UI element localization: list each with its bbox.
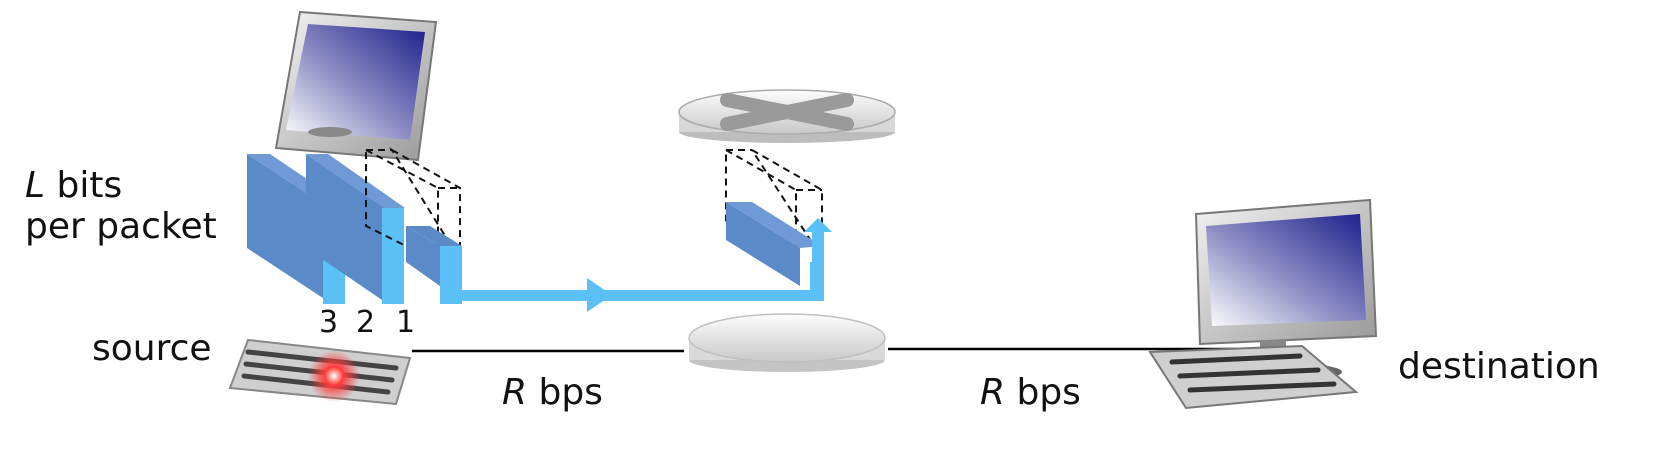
- packet-number-label: 1: [396, 305, 416, 340]
- destination-label: destination: [1398, 346, 1600, 387]
- destination-computer-icon: [1148, 198, 1378, 410]
- link-rate-unit: bps: [1016, 372, 1081, 413]
- packet-number-label: 3: [319, 305, 339, 340]
- router-icon: [688, 313, 886, 372]
- source-label: source: [92, 328, 212, 369]
- packet-1-arriving: [725, 148, 832, 286]
- packet-size-variable: L: [25, 165, 46, 206]
- link-rate-unit: bps: [538, 372, 603, 413]
- packet-1-transmitting: [365, 147, 462, 304]
- link-rate-label: R bps: [502, 372, 603, 413]
- link-rate-variable: R: [502, 372, 528, 413]
- source-monitor-icon: [274, 10, 438, 162]
- link-rate-variable: R: [980, 372, 1006, 413]
- packet-size-label: L bits per packet: [25, 165, 217, 248]
- packet-size-text-2: per packet: [25, 206, 217, 248]
- router-icon: [678, 89, 896, 143]
- flow-arrow: [462, 262, 824, 312]
- link-rate-label: R bps: [980, 372, 1081, 413]
- packet-2: [306, 154, 405, 304]
- source-keyboard-icon: [228, 338, 412, 406]
- packet-size-text-1: bits: [56, 165, 123, 206]
- packet-number-label: 2: [356, 305, 376, 340]
